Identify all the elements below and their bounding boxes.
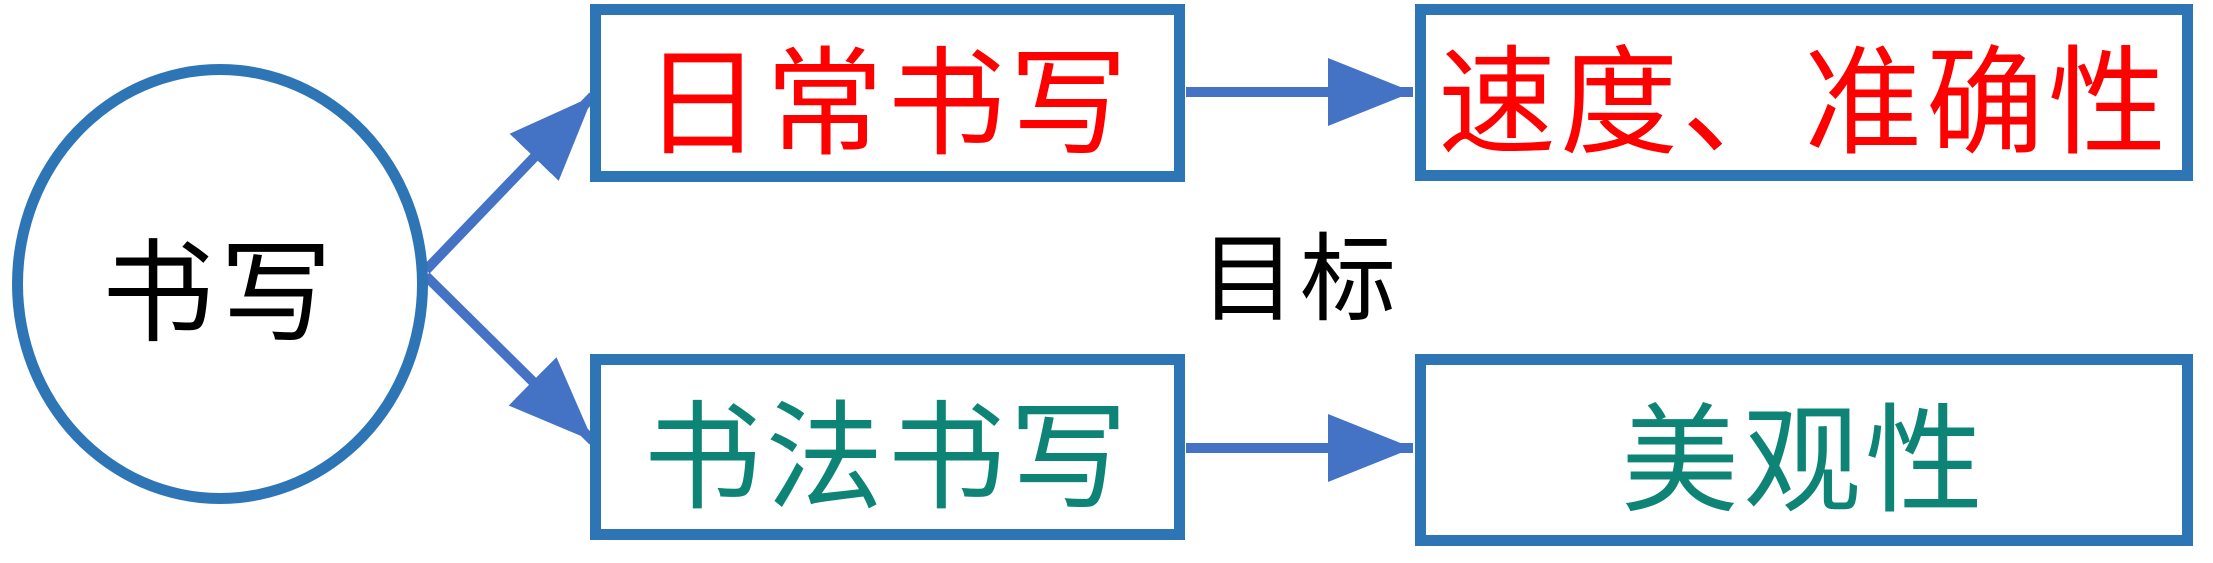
node-daily-writing-label: 日常书写 xyxy=(643,38,1132,171)
center-goal-label: 目标 xyxy=(1200,226,1400,334)
node-calligraphy-writing: 书法书写 xyxy=(590,354,1185,540)
arrow-root-to-calligraphy-writing xyxy=(422,272,597,445)
root-node-circle: 书写 xyxy=(12,64,428,504)
root-node-label: 书写 xyxy=(102,231,338,356)
node-speed-accuracy-label: 速度、准确性 xyxy=(1437,38,2170,170)
node-calligraphy-writing-label: 书法书写 xyxy=(643,392,1132,525)
arrow-root-to-daily-writing xyxy=(422,92,597,274)
node-aesthetics: 美观性 xyxy=(1415,354,2193,546)
node-speed-accuracy: 速度、准确性 xyxy=(1415,4,2193,181)
node-aesthetics-label: 美观性 xyxy=(1620,395,1987,528)
node-daily-writing: 日常书写 xyxy=(590,4,1185,182)
